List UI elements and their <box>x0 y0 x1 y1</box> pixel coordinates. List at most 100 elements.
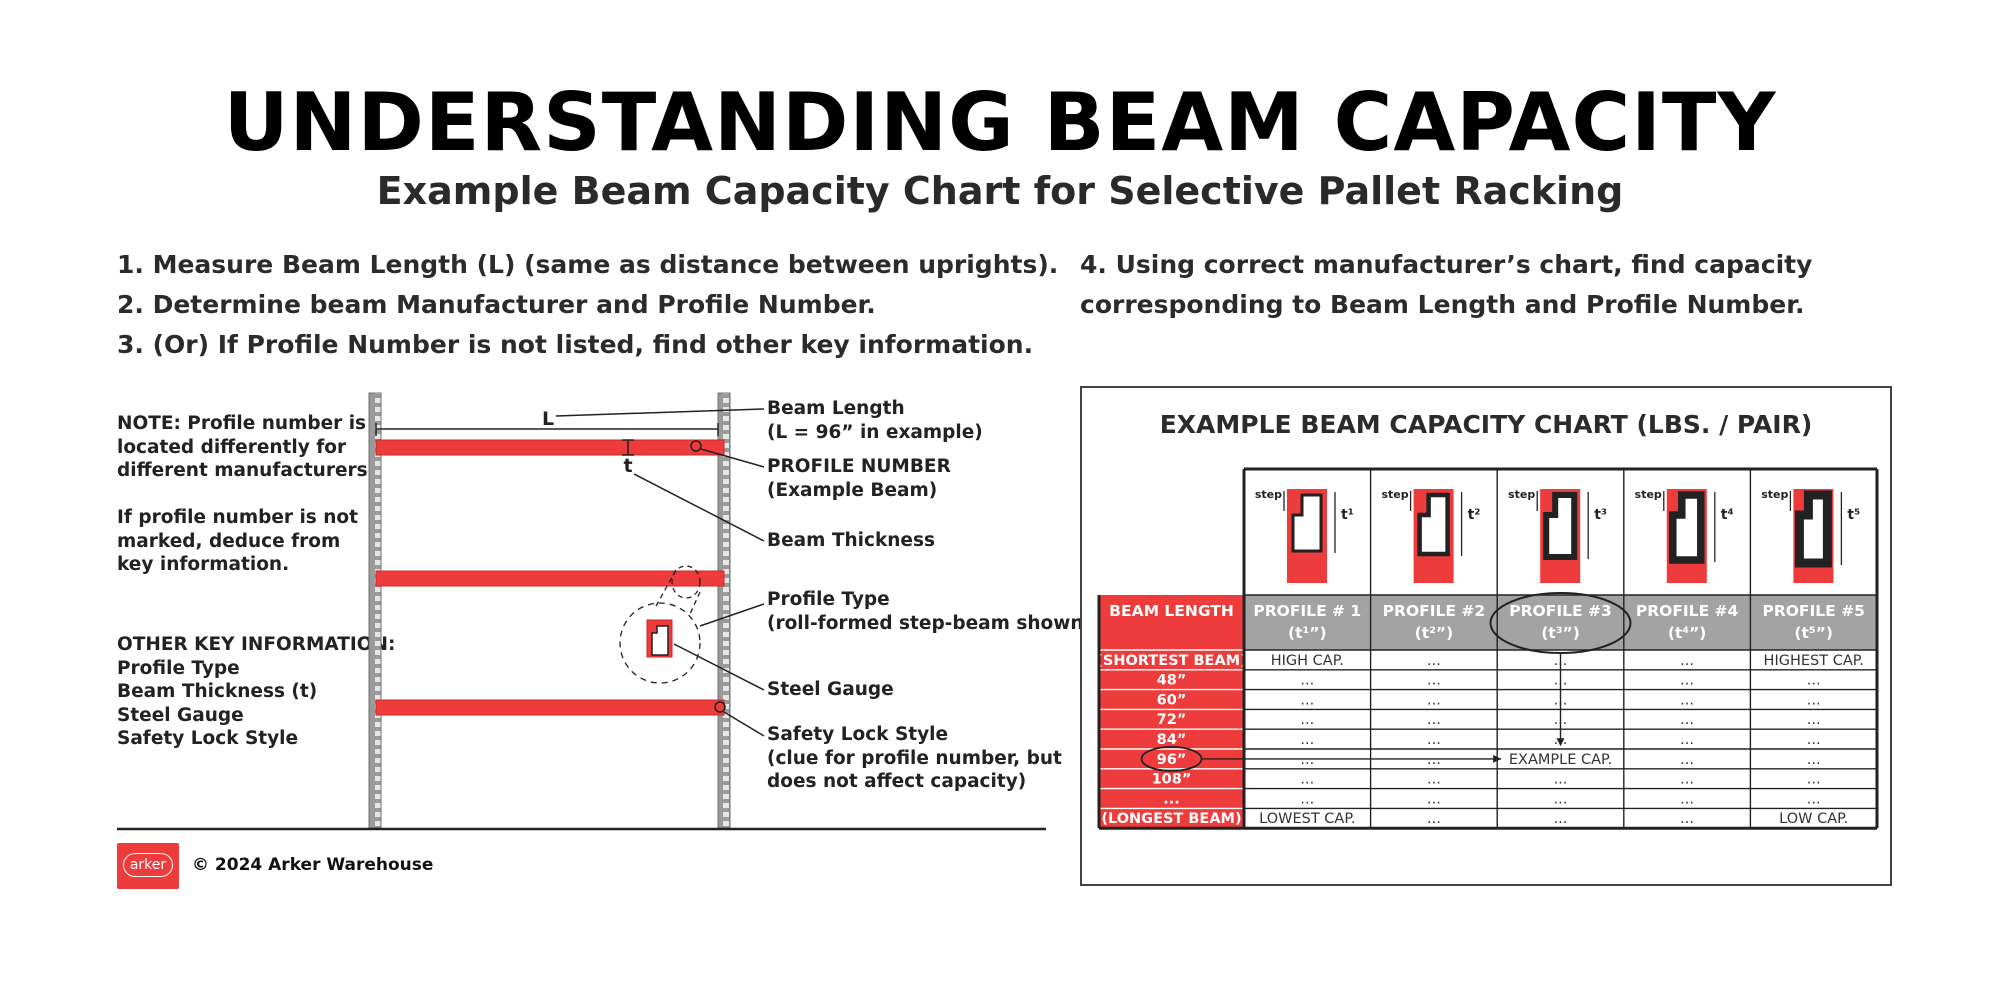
thickness-mark: t⁵ <box>1847 507 1860 523</box>
length-label: L <box>542 408 554 430</box>
note-line: If profile number is not <box>117 507 358 528</box>
callout-line: (Example Beam) <box>767 479 938 501</box>
other-key-item: Safety Lock Style <box>117 728 299 749</box>
table-cell: ... <box>1300 712 1314 728</box>
row-label: ... <box>1163 791 1180 807</box>
profile-column-header: PROFILE #2 <box>1383 602 1485 620</box>
callout-line: Beam Length <box>767 398 905 419</box>
thickness-mark: t⁴ <box>1721 507 1734 523</box>
beam-length-column-fill <box>1099 595 1244 829</box>
profile-header-fill <box>1244 595 1877 650</box>
note-profile-location: NOTE: Profile number is located differen… <box>117 412 375 483</box>
row-label: (LONGEST BEAM) <box>1101 811 1241 827</box>
note-line: different manufacturers. <box>117 460 375 481</box>
other-key-item: Beam Thickness (t) <box>117 681 318 702</box>
table-cell: ... <box>1680 692 1694 708</box>
beam-bottom <box>375 699 725 716</box>
step-label: step <box>1635 488 1662 501</box>
thickness-label: t <box>623 455 632 477</box>
step-label: step <box>1255 488 1282 501</box>
beam-top <box>375 439 725 456</box>
callout-line: (roll-formed step-beam shown) <box>767 612 1092 634</box>
table-cell: ... <box>1680 791 1694 807</box>
table-cell: ... <box>1300 732 1314 748</box>
table-cell: ... <box>1427 752 1441 768</box>
profile-icon-cutout <box>1417 492 1450 557</box>
thickness-mark: t² <box>1468 507 1481 523</box>
safety-lock-marker <box>714 701 726 713</box>
step-3: 3. (Or) If Profile Number is not listed,… <box>117 330 1034 359</box>
table-cell: ... <box>1427 772 1441 788</box>
other-key-item: Profile Type <box>117 657 240 679</box>
step-2: 2. Determine beam Manufacturer and Profi… <box>117 290 876 319</box>
table-cell: ... <box>1554 772 1568 788</box>
page-subtitle: Example Beam Capacity Chart for Selectiv… <box>376 169 1624 213</box>
note-line: key information. <box>117 554 290 575</box>
table-cell: ... <box>1680 653 1694 669</box>
table-cell: ... <box>1300 752 1314 768</box>
callout-steel-gauge: Steel Gauge <box>767 678 894 702</box>
table-cell: LOW CAP. <box>1779 811 1848 827</box>
row-label: 72” <box>1157 712 1187 728</box>
table-cell: ... <box>1680 752 1694 768</box>
table-cell: ... <box>1807 673 1821 689</box>
table-cell: ... <box>1554 791 1568 807</box>
table-cell: ... <box>1680 673 1694 689</box>
row-label: 96” <box>1157 752 1187 768</box>
table-cell: ... <box>1680 732 1694 748</box>
step-4-line-2: corresponding to Beam Length and Profile… <box>1080 290 1805 319</box>
table-cell: ... <box>1680 811 1694 827</box>
step-label: step <box>1381 488 1408 501</box>
callout-beam-thickness: Beam Thickness <box>767 529 935 553</box>
table-cell: ... <box>1807 712 1821 728</box>
table-cell: ... <box>1427 673 1441 689</box>
step-4-line-1: 4. Using correct manufacturer’s chart, f… <box>1080 250 1813 279</box>
row-label: 84” <box>1157 732 1187 748</box>
table-cell: ... <box>1807 692 1821 708</box>
table-cell: ... <box>1680 772 1694 788</box>
note-line: marked, deduce from <box>117 530 341 552</box>
profile-icon-cutout <box>1291 493 1323 553</box>
table-cell: LOWEST CAP. <box>1259 811 1355 827</box>
profile-column-unit: (t²”) <box>1415 624 1454 642</box>
step-label: step <box>1508 488 1535 501</box>
table-cell: EXAMPLE CAP. <box>1509 752 1612 768</box>
table-cell: HIGHEST CAP. <box>1764 653 1864 669</box>
note-line: NOTE: Profile number is <box>117 413 367 434</box>
other-key-info: OTHER KEY INFORMATION: Profile Type Beam… <box>117 633 395 751</box>
profile-column-header: PROFILE #4 <box>1636 602 1739 620</box>
profile-zoom-circle <box>619 602 701 684</box>
table-cell: ... <box>1300 772 1314 788</box>
row-label: 48” <box>1157 673 1187 689</box>
table-cell: ... <box>1300 692 1314 708</box>
beam-middle <box>375 570 725 587</box>
table-cell: ... <box>1807 752 1821 768</box>
callout-line: Steel Gauge <box>767 679 894 700</box>
step-1: 1. Measure Beam Length (L) (same as dist… <box>117 250 1059 279</box>
profile-column-header: PROFILE #5 <box>1762 602 1864 620</box>
other-key-info-title: OTHER KEY INFORMATION: <box>117 634 396 655</box>
profile-column-unit: (t⁵”) <box>1794 624 1833 642</box>
arker-logo: arker <box>117 843 179 889</box>
table-cell: ... <box>1807 732 1821 748</box>
callout-line: (clue for profile number, but <box>767 747 1062 769</box>
row-label: 108” <box>1152 772 1192 788</box>
profile-icon-cutout <box>1543 492 1578 560</box>
table-cell: ... <box>1427 811 1441 827</box>
table-cell: HIGH CAP. <box>1271 653 1344 669</box>
thickness-mark: t¹ <box>1341 507 1354 523</box>
callout-profile-type: Profile Type (roll-formed step-beam show… <box>767 588 1092 635</box>
thickness-mark: t³ <box>1594 507 1607 523</box>
table-cell: ... <box>1554 811 1568 827</box>
profile-icon-cutout <box>1669 491 1705 564</box>
row-header-label: BEAM LENGTH <box>1109 602 1234 620</box>
lookup-arrowhead-right <box>1493 754 1502 763</box>
callout-line: Beam Thickness <box>767 530 935 551</box>
logo-text: arker <box>129 857 167 873</box>
table-cell: ... <box>1427 791 1441 807</box>
callout-line: (L = 96” in example) <box>767 421 983 443</box>
table-cell: ... <box>1300 673 1314 689</box>
table-cell: ... <box>1427 653 1441 669</box>
